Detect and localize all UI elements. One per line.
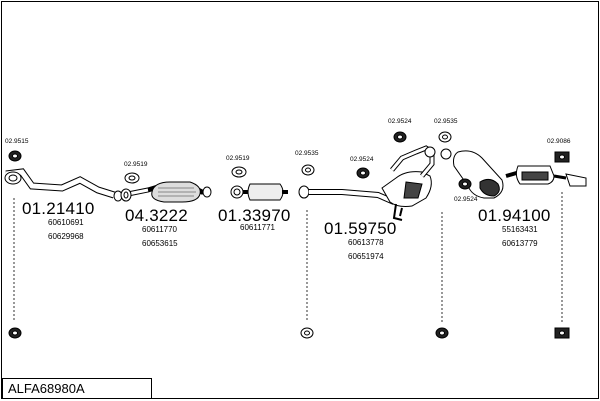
rubber-mount-02-9086	[554, 151, 570, 163]
catalytic-converter-part	[120, 181, 212, 203]
dashed-divider-lines	[13, 192, 563, 322]
ref-code: 60613778	[348, 238, 384, 247]
gasket-02-9524-rear	[458, 178, 472, 190]
ref-code: 60613779	[502, 239, 538, 248]
main-code: 01.59750	[324, 219, 397, 238]
gasket-02-9524-left	[356, 167, 370, 179]
connector-clamp	[424, 146, 452, 160]
ref-code-list: 60611770 60653615	[142, 223, 178, 251]
middle-silencer-part	[230, 183, 288, 201]
gasket-02-9535-right	[438, 131, 452, 143]
ref-code: 60629968	[48, 232, 84, 241]
gasket-02-9535-left	[301, 164, 315, 176]
accessory-label: 02.9535	[434, 118, 458, 125]
ref-code-list: 60613778 60651974	[348, 236, 384, 264]
main-code: 01.94100	[478, 206, 551, 225]
accessory-label: 02.9519	[124, 161, 148, 168]
center-silencer-part	[298, 145, 435, 221]
diagram-title-box: ALFA68980A	[2, 378, 152, 399]
ref-code: 60610691	[48, 218, 84, 227]
main-code: 01.33970	[218, 206, 291, 225]
accessory-label: 02.9524	[388, 118, 412, 125]
gasket-02-9524-top	[393, 131, 407, 143]
rear-silencer-part	[453, 150, 587, 199]
ref-code: 60611770	[142, 225, 177, 234]
front-pipe-part	[4, 168, 123, 202]
ref-code: 60611771	[240, 223, 275, 232]
gasket-02-9519-left	[124, 172, 140, 184]
accessory-label: 02.9515	[5, 138, 29, 145]
bottom-gasket-2	[300, 327, 314, 339]
accessory-label: 02.9535	[295, 150, 319, 157]
bottom-gasket-3	[435, 327, 449, 339]
accessory-label: 02.9524	[454, 196, 478, 203]
main-code: 04.3222	[125, 206, 188, 225]
bottom-mount	[554, 327, 570, 339]
accessory-label: 02.9086	[547, 138, 571, 145]
gasket-02-9515	[8, 150, 22, 162]
ref-code-list: 55163431 60613779	[502, 223, 538, 251]
ref-code-list: 60610691 60629968	[48, 216, 84, 244]
accessory-label: 02.9524	[350, 156, 374, 163]
ref-code-list: 60611771	[240, 221, 275, 235]
bottom-gasket-1	[8, 327, 22, 339]
diagram-title: ALFA68980A	[8, 381, 85, 396]
accessory-label: 02.9519	[226, 155, 250, 162]
main-code: 01.21410	[22, 199, 95, 218]
ref-code: 55163431	[502, 225, 538, 234]
gasket-02-9519-right	[231, 166, 247, 178]
ref-code: 60653615	[142, 239, 178, 248]
ref-code: 60651974	[348, 252, 384, 261]
